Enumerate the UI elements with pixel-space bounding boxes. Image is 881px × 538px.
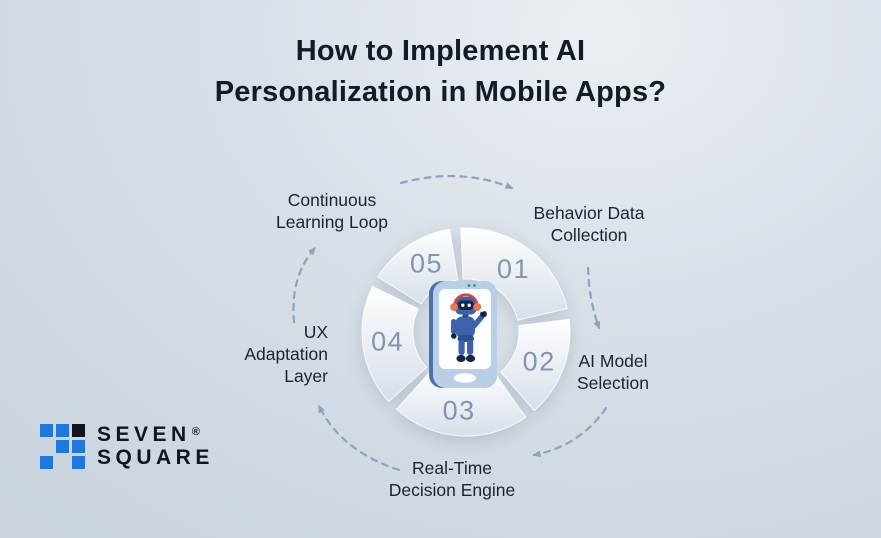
logo-grid-square	[40, 456, 53, 469]
phone-home-button	[454, 373, 476, 383]
arrow-05-to-01-icon	[399, 174, 514, 190]
step-number-04: 04	[371, 327, 404, 357]
step-number-03: 03	[443, 396, 476, 426]
logo-wordmark: SEVEN® SQUARE	[97, 421, 214, 469]
smartphone-robot-illustration	[429, 281, 497, 388]
ring-segment-04	[361, 285, 428, 403]
callout-ai-model-selection: AI Model Selection	[577, 351, 649, 393]
page-title: How to Implement AI Personalization in M…	[0, 31, 881, 113]
callout-real-time-decision-engine: Real-Time Decision Engine	[388, 458, 516, 500]
arrow-04-to-05-icon	[292, 246, 317, 324]
logo-line-1: SEVEN®	[97, 423, 200, 446]
title-line-1: How to Implement AI	[295, 35, 586, 67]
sevensquare-logo: SEVEN® SQUARE	[40, 421, 214, 469]
callout-behavior-data-collection: Behavior Data Collection	[533, 203, 645, 245]
logo-grid-gap	[56, 456, 69, 469]
step-number-05: 05	[410, 249, 443, 279]
title-line-2: Personalization in Mobile Apps?	[214, 76, 667, 108]
logo-grid-square	[72, 424, 85, 437]
logo-grid-square	[56, 440, 69, 453]
logo-grid-square	[40, 424, 53, 437]
logo-line-2: SQUARE	[97, 446, 214, 469]
phone-camera-dot	[467, 284, 471, 287]
step-number-02: 02	[523, 347, 556, 377]
logo-squares-icon	[40, 424, 85, 469]
phone-speaker-dot	[473, 284, 476, 287]
callout-ux-adaptation-layer: UX Adaptation Layer	[244, 322, 328, 386]
logo-grid-gap	[40, 440, 53, 453]
logo-grid-square	[72, 440, 85, 453]
robot-icon	[450, 293, 487, 363]
step-number-01: 01	[497, 254, 530, 284]
logo-grid-square	[56, 424, 69, 437]
registered-mark: ®	[191, 426, 200, 438]
logo-grid-square	[72, 456, 85, 469]
callout-continuous-learning-loop: Continuous Learning Loop	[276, 190, 388, 232]
